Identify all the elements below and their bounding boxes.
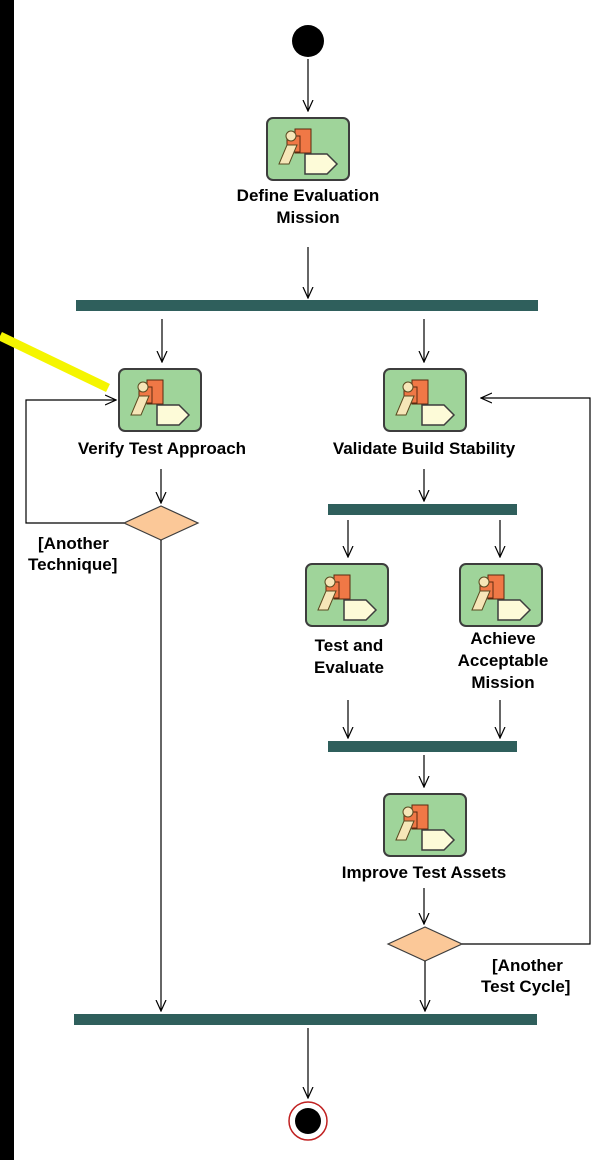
initial-node xyxy=(292,25,324,57)
guard-label-line1: [Another xyxy=(492,956,563,975)
activity-validate-build-stability[interactable]: Validate Build Stability xyxy=(333,368,516,458)
join-bar-right xyxy=(328,741,517,752)
activity-icon xyxy=(118,368,202,432)
activity-achieve-acceptable-mission[interactable]: Achieve Acceptable Mission xyxy=(458,563,549,692)
activity-icon xyxy=(266,117,350,181)
activity-label-line2: Mission xyxy=(276,208,339,227)
activity-icon xyxy=(383,368,467,432)
join-bar-bottom xyxy=(74,1014,537,1025)
activity-icon xyxy=(383,793,467,857)
guard-label-line1: [Another xyxy=(38,534,109,553)
final-node xyxy=(288,1101,328,1141)
activity-label: Validate Build Stability xyxy=(333,439,516,458)
activity-label: Improve Test Assets xyxy=(342,863,506,882)
edge-loop-another-test-cycle xyxy=(462,398,591,945)
highlight-pointer xyxy=(0,331,110,393)
activity-label-line1: Define Evaluation xyxy=(237,186,380,205)
guard-label-line2: Test Cycle] xyxy=(481,977,570,996)
guard-another-test-cycle: [Another Test Cycle] xyxy=(481,956,570,996)
decision-node-left xyxy=(122,505,200,541)
activity-label-line1: Test and xyxy=(315,636,384,655)
activity-label-line2: Evaluate xyxy=(314,658,384,677)
edges xyxy=(25,59,591,1098)
activity-icon xyxy=(459,563,543,627)
fork-bar-right xyxy=(328,504,517,515)
guard-label-line2: Technique] xyxy=(28,555,117,574)
activity-verify-test-approach[interactable]: Verify Test Approach xyxy=(78,368,246,458)
activity-label-line2: Acceptable xyxy=(458,651,549,670)
activity-label-line1: Achieve xyxy=(470,629,535,648)
activity-label-line3: Mission xyxy=(471,673,534,692)
activity-define-evaluation-mission[interactable]: Define Evaluation Mission xyxy=(237,117,380,227)
activity-improve-test-assets[interactable]: Improve Test Assets xyxy=(342,793,506,882)
activity-icon xyxy=(305,563,389,627)
edge-loop-another-technique xyxy=(25,400,124,524)
activity-label: Verify Test Approach xyxy=(78,439,246,458)
activity-test-and-evaluate[interactable]: Test and Evaluate xyxy=(305,563,389,677)
fork-bar-top xyxy=(76,300,538,311)
guard-another-technique: [Another Technique] xyxy=(28,534,117,574)
